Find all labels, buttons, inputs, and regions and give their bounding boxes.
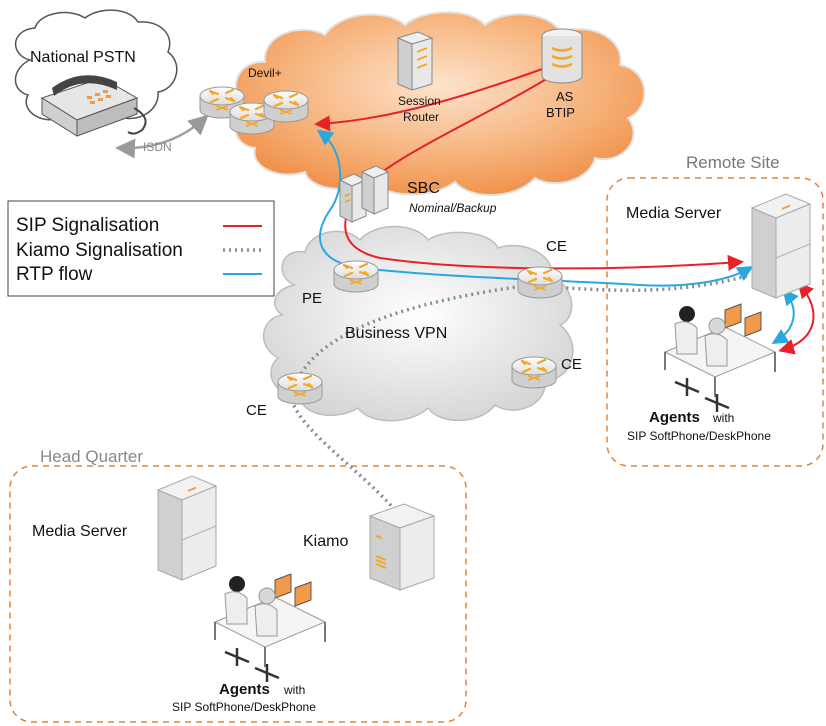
hq-agents-label: Agents bbox=[219, 681, 270, 698]
remote-agents-label: Agents bbox=[649, 409, 700, 426]
devil-router-3 bbox=[262, 89, 310, 124]
devil-label: Devil+ bbox=[248, 66, 282, 80]
remote-site-title: Remote Site bbox=[686, 153, 780, 172]
ce-right-router bbox=[510, 355, 558, 390]
kiamo-label: Kiamo bbox=[303, 533, 348, 550]
ce-left-router bbox=[276, 371, 324, 406]
remote-agents-sub: SIP SoftPhone/DeskPhone bbox=[627, 429, 771, 443]
hq-media-server-icon bbox=[157, 475, 217, 581]
ce-top-router bbox=[516, 265, 564, 300]
kiamo-server-icon bbox=[368, 503, 436, 591]
remote-agents-icon bbox=[663, 302, 777, 414]
vpn-label: Business VPN bbox=[345, 325, 447, 342]
remote-agents-with: with bbox=[712, 411, 734, 425]
ce-right-label: CE bbox=[561, 356, 582, 373]
remote-media-server-label: Media Server bbox=[626, 205, 722, 222]
pe-label: PE bbox=[302, 290, 322, 307]
as-label-1: AS bbox=[556, 89, 574, 104]
isdn-link bbox=[115, 114, 209, 159]
legend-kiamo-label: Kiamo Signalisation bbox=[16, 240, 183, 261]
telephone-icon bbox=[40, 75, 147, 137]
pstn-label: National PSTN bbox=[30, 49, 136, 66]
pe-router bbox=[332, 259, 380, 294]
session-router-icon bbox=[396, 31, 434, 91]
session-router-label-2: Router bbox=[403, 110, 439, 124]
sbc-label: SBC bbox=[407, 180, 440, 197]
head-quarter-box bbox=[9, 465, 467, 723]
as-label-2: BTIP bbox=[546, 105, 575, 120]
database-icon bbox=[541, 28, 583, 84]
legend: SIP Signalisation Kiamo Signalisation RT… bbox=[7, 200, 275, 297]
legend-sip-label: SIP Signalisation bbox=[16, 215, 159, 236]
hq-agents-icon bbox=[213, 572, 327, 684]
sip-as-to-devil bbox=[314, 67, 546, 132]
hq-media-server-label: Media Server bbox=[32, 523, 128, 540]
ce-left-label: CE bbox=[246, 402, 267, 419]
session-router-label-1: Session bbox=[398, 94, 441, 108]
ce-top-label: CE bbox=[546, 238, 567, 255]
rtp-flow bbox=[316, 129, 754, 287]
rtp-server-agents bbox=[771, 288, 799, 345]
sip-server-agents bbox=[778, 281, 815, 355]
legend-rtp-label: RTP flow bbox=[16, 264, 93, 285]
remote-media-server-icon bbox=[751, 193, 811, 299]
isdn-label: ISDN bbox=[143, 140, 172, 154]
hq-agents-sub: SIP SoftPhone/DeskPhone bbox=[172, 700, 316, 714]
hq-agents-with: with bbox=[283, 683, 305, 697]
sbc-icon bbox=[338, 165, 390, 223]
head-quarter-title: Head Quarter bbox=[40, 447, 143, 466]
sbc-sublabel: Nominal/Backup bbox=[409, 201, 497, 215]
